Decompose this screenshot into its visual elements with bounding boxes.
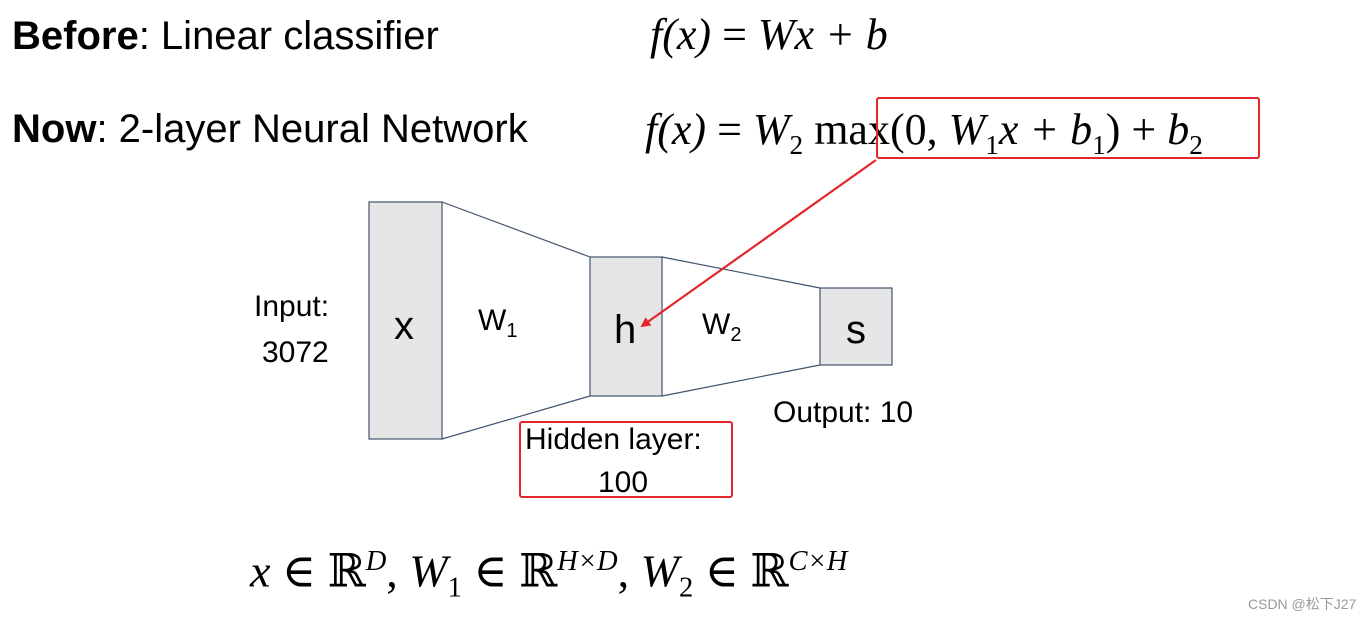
before-formula-rhs: Wx + b — [757, 10, 888, 59]
now-formula-b1: b — [1070, 105, 1093, 154]
edge-x-h-top — [441, 201, 591, 258]
edge-x-h-bottom — [441, 395, 591, 440]
dims-comma1: , — [386, 545, 410, 597]
dims-formula: x ∈ ℝD, W1 ∈ ℝH×D, W2 ∈ ℝC×H — [250, 545, 848, 604]
watermark: CSDN @松下J27 — [1248, 596, 1357, 612]
edge-h-s-bottom — [661, 364, 821, 397]
now-formula-w1: W — [948, 105, 986, 154]
h-node-label: h — [614, 308, 637, 352]
w1-subscript: 1 — [506, 320, 518, 342]
before-formula-eq: = — [711, 10, 758, 59]
before-heading: Before: Linear classifier — [12, 16, 439, 56]
w1-letter: W — [478, 304, 507, 337]
dims-in2: ∈ ℝ — [461, 545, 558, 597]
dims-in1: ∈ ℝ — [270, 545, 366, 597]
max-term-highlight — [876, 97, 1260, 159]
now-formula-w1-sub: 1 — [985, 129, 999, 160]
x-node-box — [368, 201, 443, 440]
now-formula-lhs: f(x) — [645, 105, 707, 154]
dims-w1: W — [409, 545, 448, 597]
edge-h-s-top — [661, 256, 821, 289]
w1-label: W1 — [478, 304, 518, 342]
highlight-arrow — [640, 159, 877, 328]
now-formula-x-plus: x + — [998, 105, 1071, 154]
now-formula-b2: b — [1167, 105, 1190, 154]
now-heading: Now: 2-layer Neural Network — [12, 109, 528, 149]
now-formula-w2: W — [752, 105, 790, 154]
dims-hd: H×D — [557, 546, 618, 577]
dims-w2-sub: 2 — [678, 572, 694, 604]
before-formula-lhs: f(x) — [650, 10, 712, 59]
before-text: : Linear classifier — [138, 14, 439, 58]
w2-letter: W — [702, 308, 731, 341]
x-node-label: x — [394, 304, 414, 348]
now-formula: f(x) = W2 max(0, W1x + b1) + b2 — [645, 108, 1203, 159]
output-label: Output: 10 — [773, 396, 914, 429]
s-node-box — [819, 287, 893, 366]
hidden-label-line2: 100 — [598, 466, 649, 499]
before-label: Before — [12, 14, 139, 58]
hidden-label-line1: Hidden layer: — [525, 423, 702, 456]
now-formula-b1-sub: 1 — [1092, 129, 1106, 160]
now-formula-eq: = — [706, 105, 753, 154]
now-formula-b2-sub: 2 — [1189, 129, 1203, 160]
now-formula-max-open: max(0, — [814, 105, 949, 154]
dims-comma2: , — [617, 545, 641, 597]
s-node-label: s — [846, 308, 866, 352]
dims-w2: W — [640, 545, 679, 597]
input-label-line1: Input: — [254, 290, 330, 323]
dims-x: x — [250, 545, 271, 597]
input-label-line2: 3072 — [262, 336, 329, 369]
dims-w1-sub: 1 — [447, 572, 462, 604]
w2-subscript: 2 — [730, 324, 742, 346]
hidden-layer-highlight — [519, 421, 733, 498]
now-label: Now — [12, 107, 97, 151]
now-formula-w2-sub: 2 — [789, 129, 804, 160]
now-formula-plus-b2: + — [1131, 105, 1168, 154]
dims-d: D — [365, 546, 387, 577]
before-formula: f(x) = Wx + b — [650, 13, 888, 57]
dims-in3: ∈ ℝ — [693, 545, 789, 597]
now-formula-max-close: ) — [1105, 105, 1121, 154]
dims-ch: C×H — [788, 546, 848, 577]
now-text: : 2-layer Neural Network — [96, 107, 528, 151]
w2-label: W2 — [702, 308, 742, 346]
